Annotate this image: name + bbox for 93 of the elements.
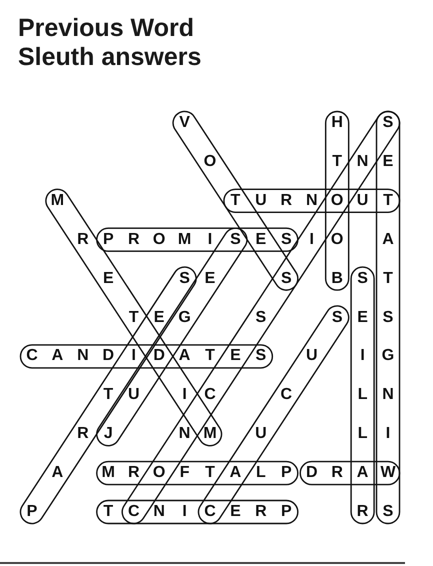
puzzle-letter: T (102, 385, 114, 406)
puzzle-letter: P (280, 502, 293, 522)
puzzle-letter: L (356, 385, 368, 406)
puzzle-letter: G (177, 308, 192, 328)
puzzle-letter: C (280, 385, 294, 406)
puzzle-letter: C (203, 385, 217, 406)
puzzle-letter: R (356, 502, 370, 522)
puzzle-letter: R (126, 230, 140, 250)
puzzle-letter: S (382, 308, 394, 328)
puzzle-letter: T (128, 308, 140, 328)
puzzle-letter: D (304, 463, 318, 484)
puzzle-letter: G (380, 346, 396, 366)
puzzle-letter: E (254, 230, 268, 250)
puzzle-letter: B (330, 268, 344, 289)
puzzle-letter: S (229, 230, 242, 250)
puzzle-letter: O (202, 152, 218, 172)
puzzle-letter: A (50, 463, 64, 484)
puzzle-letter: S (178, 268, 191, 289)
puzzle-letter: I (181, 502, 188, 522)
puzzle-letter: P (102, 230, 115, 250)
puzzle-letter: N (304, 190, 318, 211)
puzzle-letter: T (331, 152, 344, 172)
puzzle-letter: S (280, 230, 293, 250)
puzzle-letter: E (356, 308, 369, 328)
puzzle-letter: U (254, 190, 268, 211)
puzzle-letter: U (304, 346, 318, 366)
puzzle-letter: C (203, 502, 217, 522)
puzzle-letter: E (102, 268, 115, 289)
puzzle-letter: U (126, 385, 140, 406)
puzzle-letter: R (330, 463, 344, 484)
puzzle-letter: A (50, 346, 64, 366)
puzzle-letter: T (204, 463, 216, 484)
puzzle-letter: A (356, 463, 370, 484)
puzzle-letter: A (381, 230, 395, 250)
puzzle-letter: M (100, 463, 116, 484)
puzzle-letter: S (254, 308, 268, 328)
puzzle-letter: M (202, 424, 218, 444)
puzzle-letter: I (359, 346, 366, 366)
puzzle-letter: L (254, 463, 267, 484)
puzzle-letter: S (382, 113, 394, 133)
puzzle-letter: E (382, 152, 394, 172)
puzzle-letter: R (126, 463, 140, 484)
puzzle-letter: T (382, 190, 394, 211)
puzzle-letter: R (254, 502, 268, 522)
puzzle-letter: N (381, 385, 395, 406)
puzzle-letter: C (25, 346, 39, 366)
puzzle-letter: E (152, 308, 166, 328)
puzzle-letter: N (356, 152, 370, 172)
puzzle-letter: D (152, 346, 166, 366)
puzzle-letter: O (330, 230, 344, 250)
puzzle-letter: R (76, 230, 90, 250)
puzzle-letter: T (230, 190, 242, 211)
puzzle-letter: J (102, 424, 114, 444)
puzzle-letter: O (152, 230, 166, 250)
puzzle-letter: T (382, 268, 394, 289)
puzzle-letter: E (229, 346, 242, 366)
puzzle-letter: H (330, 113, 344, 133)
puzzle-letter: U (356, 190, 370, 211)
puzzle-letter: N (152, 502, 166, 522)
puzzle-letter: I (130, 346, 137, 366)
puzzle-letter: W (379, 463, 397, 484)
puzzle-letter: O (152, 463, 166, 484)
title: Previous Word Sleuth answers (18, 14, 202, 72)
puzzle-letter: M (176, 230, 192, 250)
puzzle-letter: I (181, 385, 188, 406)
puzzle-letter: I (206, 230, 214, 250)
puzzle-letter: T (204, 346, 216, 366)
puzzle-letter: D (102, 346, 116, 366)
puzzle-letter: R (280, 190, 294, 211)
puzzle-letter: N (178, 424, 192, 444)
puzzle-letter: A (178, 346, 192, 366)
puzzle-letter: I (384, 424, 392, 444)
puzzle-letter: S (280, 268, 293, 289)
puzzle-letter: S (254, 346, 268, 366)
puzzle-letter: S (330, 308, 344, 328)
puzzle-letter: F (178, 463, 190, 484)
puzzle-letter: C (126, 502, 140, 522)
puzzle-letter: P (280, 463, 293, 484)
puzzle-letter: P (26, 502, 38, 522)
puzzle-letter: R (76, 424, 90, 444)
puzzle-letter: V (178, 113, 191, 133)
puzzle-letter: S (382, 502, 394, 522)
puzzle-letter: S (356, 268, 369, 289)
puzzle-letter: E (229, 502, 242, 522)
puzzle-letter: M (50, 190, 66, 211)
puzzle-letter: T (102, 502, 114, 522)
puzzle-letter: O (330, 190, 344, 211)
puzzle-letter: I (308, 230, 315, 250)
puzzle-letter: A (228, 463, 242, 484)
puzzle-letter: N (76, 346, 90, 366)
puzzle-letter: L (356, 424, 368, 444)
puzzle-letter: U (254, 424, 268, 444)
puzzle-letter: E (204, 268, 216, 289)
